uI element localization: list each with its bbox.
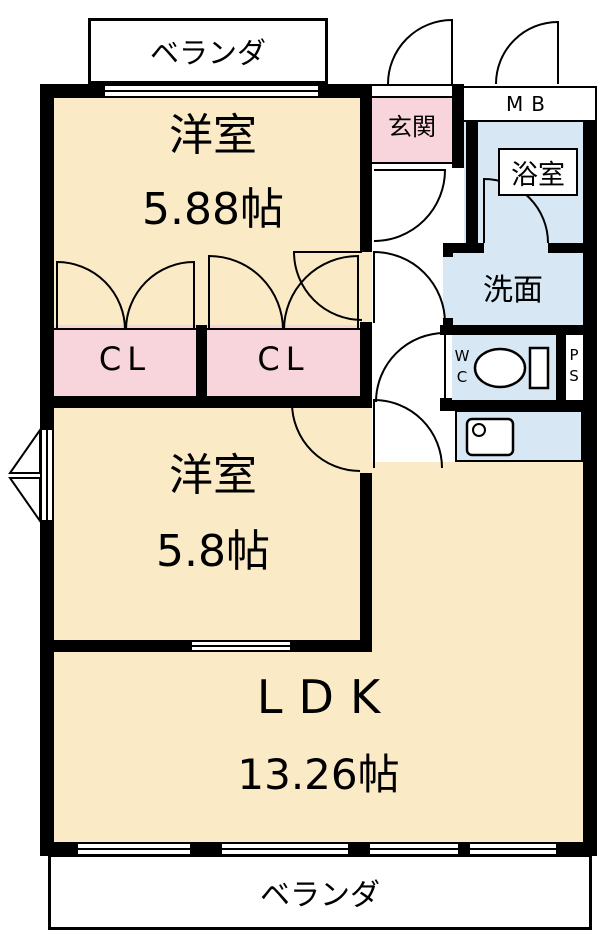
washroom-door-swing-arc <box>373 250 446 324</box>
bedroom2-door-swing-arc <box>290 402 361 472</box>
meter-box: MB <box>462 86 597 122</box>
ldk-door-swing-arc <box>373 398 443 469</box>
closet1-door-left-arc <box>56 260 126 331</box>
closet2-label: CL <box>257 340 310 378</box>
toilet-tank-icon <box>528 346 550 390</box>
toilet-label: WC <box>453 347 471 389</box>
kitchen-sink-icon <box>465 417 515 457</box>
wall-bedroom2-right <box>360 473 372 652</box>
window-bottom-3 <box>370 842 458 856</box>
washroom-floor <box>443 245 583 333</box>
wall-washroom-bottom <box>440 325 597 335</box>
bedroom2-size: 5.8帖 <box>156 526 270 577</box>
toilet-icon <box>473 347 527 389</box>
wall-bedroom1-right-upper <box>360 98 372 252</box>
bath-label-box: 浴室 <box>498 148 578 196</box>
washroom-label: 洗面 <box>483 273 543 308</box>
bedroom2-label: 洋室 <box>169 450 257 501</box>
ldk-size: 13.26帖 <box>237 750 400 799</box>
toilet-door-swing-arc <box>375 331 446 403</box>
closet-front-line <box>54 328 372 330</box>
bedroom1-label: 洋室 <box>169 110 257 161</box>
wall-pipe-space-left <box>556 333 566 400</box>
pipe-space-label: PS <box>565 346 583 388</box>
closet2-floor <box>196 325 372 403</box>
wall-washroom-left-top <box>443 245 453 257</box>
meter-box-label: MB <box>506 92 553 116</box>
sliding-door-bedroom2-ldk <box>192 640 290 652</box>
wall-bath-bottom-right <box>548 243 597 253</box>
pipe-space-floor <box>566 333 583 400</box>
window-left <box>40 430 54 520</box>
balcony-bottom-label: ベランダ <box>260 878 380 913</box>
hall-door-swing-arc-1 <box>373 169 447 242</box>
wall-closet-bottom <box>40 396 372 408</box>
faucet-icon <box>472 423 486 437</box>
bedroom1-floor <box>54 98 372 332</box>
window-bottom-4 <box>470 842 556 856</box>
bath-label: 浴室 <box>511 159 565 191</box>
wall-bedroom1-right-lower <box>360 322 372 403</box>
closet1-label: CL <box>98 340 152 378</box>
wall-wc-bottom <box>440 400 597 411</box>
wall-entrance-right <box>452 84 464 168</box>
closet2-door-left-arc <box>208 254 284 331</box>
bedroom1-door-swing-arc <box>292 251 363 321</box>
meter-box-door-swing-arc <box>495 20 559 85</box>
ldk-floor-right <box>372 462 583 652</box>
wall-wc-left-top <box>440 325 452 335</box>
entrance-label: 玄関 <box>388 113 436 141</box>
bedroom1-size: 5.88帖 <box>142 184 284 235</box>
window-bottom-1 <box>78 842 190 856</box>
bedroom2-floor <box>54 396 372 652</box>
front-door-swing-arc <box>387 18 453 85</box>
ldk-label: LDK <box>256 670 397 724</box>
closet2-door-right-arc <box>283 254 359 331</box>
window-bottom-2 <box>222 842 348 856</box>
wall-right <box>583 120 597 856</box>
balcony-top-label: ベランダ <box>149 36 266 70</box>
wall-closet-divider <box>196 325 207 403</box>
balcony-top: ベランダ <box>88 18 328 84</box>
wall-bath-left <box>466 122 478 245</box>
balcony-bottom: ベランダ <box>48 854 592 930</box>
casement-window-icon <box>8 477 41 525</box>
casement-window-icon <box>8 426 41 474</box>
closet1-floor <box>54 325 207 403</box>
entrance-threshold-line <box>372 84 454 86</box>
window-top <box>105 84 318 98</box>
wall-bath-bottom-left <box>443 243 484 253</box>
ldk-floor-main <box>54 640 583 842</box>
closet1-door-right-arc <box>125 260 195 331</box>
